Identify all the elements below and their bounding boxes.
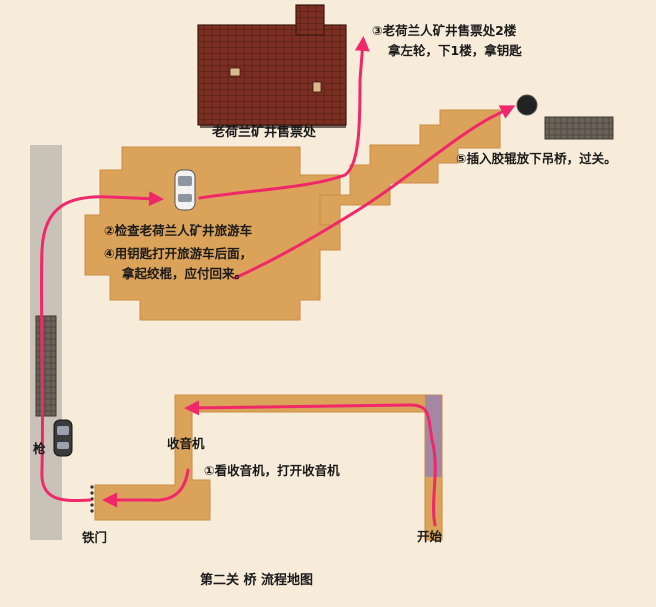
car-icon [53,419,73,457]
start-strip [425,395,442,477]
route-step1 [184,400,437,527]
route-to-office [198,36,370,200]
start-label: 开始 [417,529,443,544]
step1-label: ①看收音机，打开收音机 [204,463,340,478]
step3-label-line1: ③老荷兰人矿井售票处2楼 [372,23,517,38]
gun-label: 枪 [33,441,46,456]
winch-icon [516,94,538,116]
drawbridge-icon [544,116,614,140]
roof-icon [197,4,347,128]
iron-gate-label: 铁门 [82,530,108,545]
stair-path [319,109,501,226]
route-to-gate [102,468,190,508]
ticket-office-label: 老荷兰矿井售票处 [212,125,317,140]
route-to-bridge [233,105,516,280]
gate-icon [90,485,94,513]
step5-label: ⑤插入胶辊放下吊桥，过关。 [456,151,617,166]
tour-car-icon [174,169,196,211]
step2-label: ②检查老荷兰人矿井旅游车 [104,223,253,238]
route-to-car [39,191,164,502]
bridge-icon [35,315,57,417]
map-title: 第二关 桥 流程地图 [200,573,314,588]
bottom-corridor [94,394,443,541]
central-floor [84,146,341,321]
step3-label-line2: 拿左轮，下1楼，拿钥匙 [388,43,522,58]
step4-label-line2: 拿起绞棍，应付回来。 [122,266,248,281]
step4-label-line1: ④用钥匙打开旅游车后面， [104,246,253,261]
radio-label: 收音机 [167,436,205,451]
